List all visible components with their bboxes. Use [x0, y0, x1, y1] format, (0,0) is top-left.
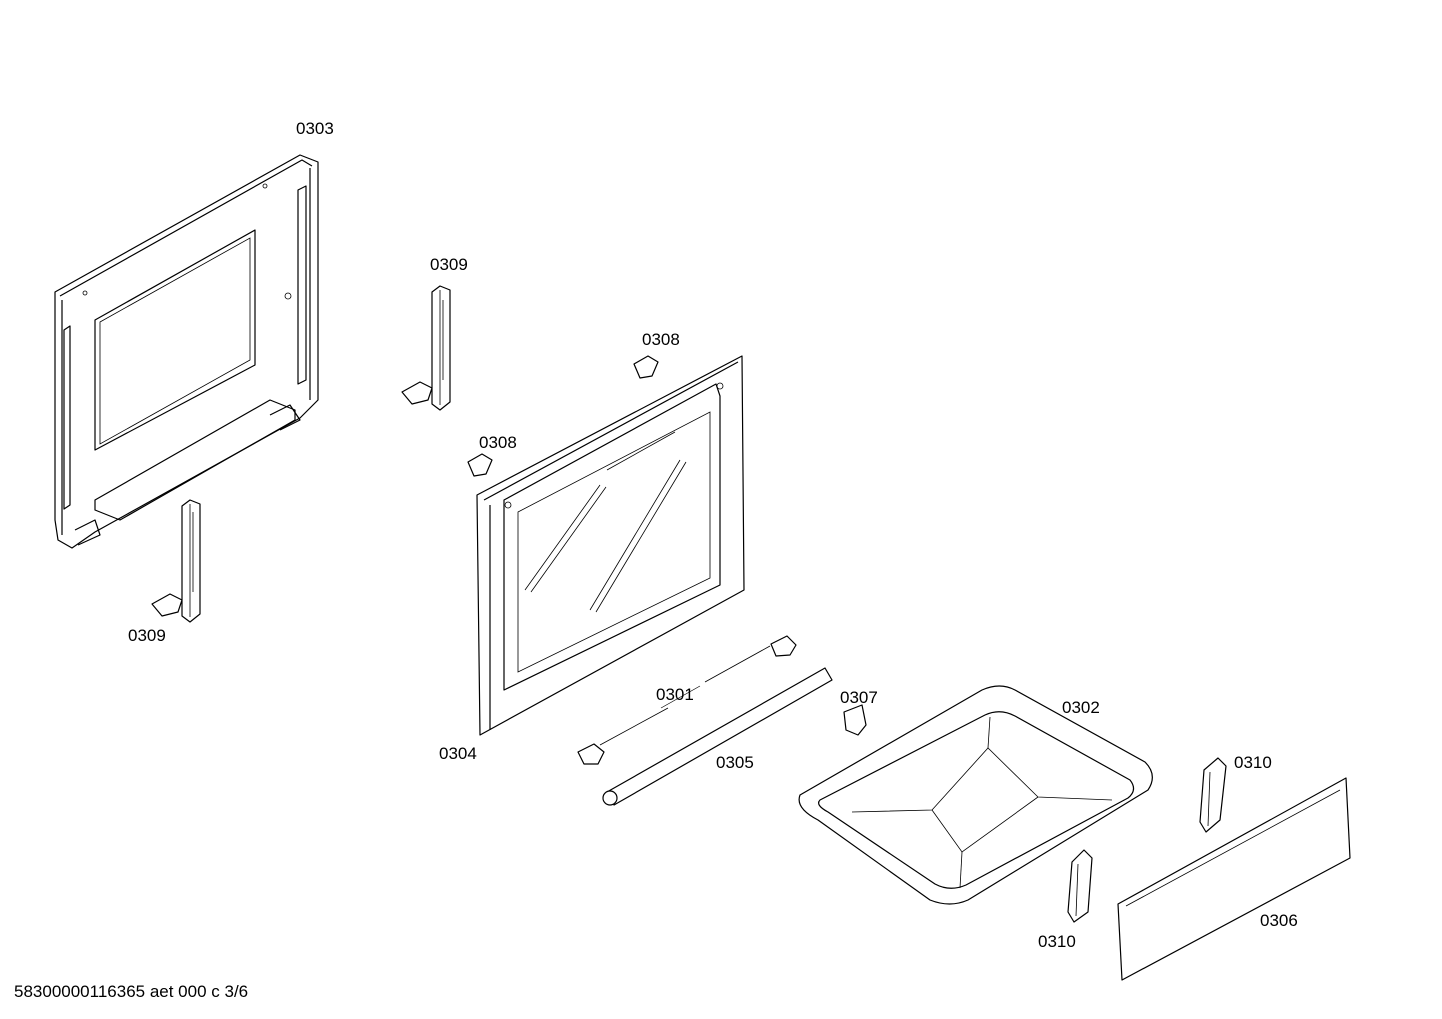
handle-0305: [602, 667, 833, 806]
inner-door-panel-0303: [54, 154, 319, 549]
bracket-0307: [843, 704, 867, 736]
label-0304: 0304: [439, 744, 477, 763]
label-0310-bottom: 0310: [1038, 932, 1076, 951]
label-0309-top: 0309: [430, 255, 468, 274]
front-panel-0306: [1117, 777, 1351, 981]
label-0309-bottom: 0309: [128, 626, 166, 645]
label-0310-right: 0310: [1234, 753, 1272, 772]
label-0306: 0306: [1260, 911, 1298, 930]
label-0305: 0305: [716, 753, 754, 772]
hinge-0309-bottom: [151, 499, 201, 623]
drawer-tray-0302: [798, 685, 1153, 905]
rail-0310-right: [1199, 757, 1227, 833]
clip-0308-left: [467, 453, 493, 477]
label-0308-right: 0308: [642, 330, 680, 349]
label-0301: 0301: [656, 685, 694, 704]
hinge-0309-top: [401, 285, 451, 411]
label-0308-left: 0308: [479, 433, 517, 452]
drawing-reference-footer: 58300000116365 aet 000 c 3/6: [14, 982, 249, 1001]
rail-0310-bottom: [1067, 849, 1093, 923]
leader-lines: [660, 685, 701, 709]
label-0303: 0303: [296, 119, 334, 138]
label-0307: 0307: [840, 688, 878, 707]
outer-door-glass-0304: [476, 355, 745, 736]
handle-caps-0301: [577, 635, 797, 765]
label-0302: 0302: [1062, 698, 1100, 717]
clip-0308-right: [633, 355, 659, 379]
